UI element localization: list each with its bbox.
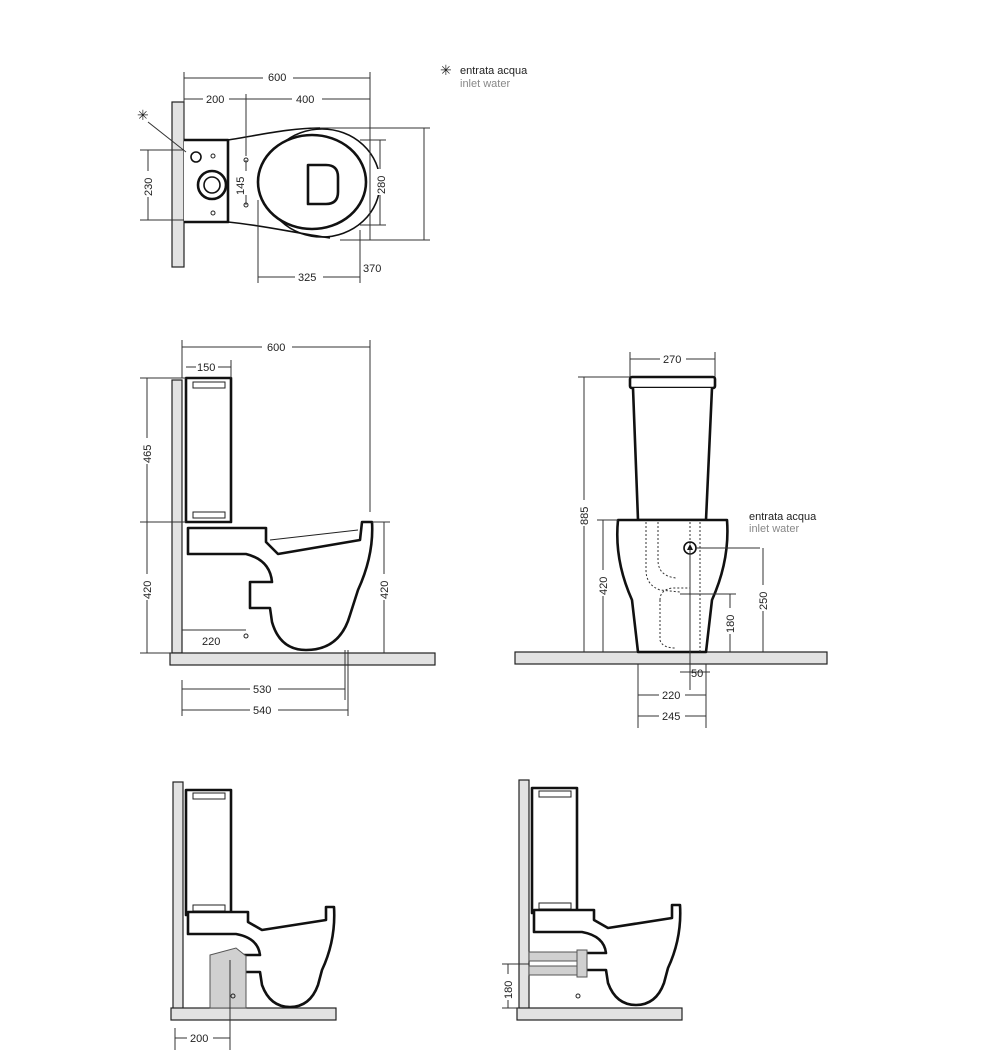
- top-view-dim-370: 370: [363, 263, 381, 275]
- side-view-dim-220: 220: [202, 636, 220, 648]
- side-view-dim-465: 465: [142, 445, 154, 463]
- front-view-dim-50: 50: [691, 668, 703, 680]
- front-view-bowl: [615, 518, 729, 654]
- side-view-dim-530: 530: [253, 684, 271, 696]
- legend-label-it: entrata acqua: [460, 65, 528, 77]
- floor-outlet-wall: [172, 781, 184, 1011]
- floor-outlet-view: 200: [170, 781, 337, 1050]
- front-view-dim-420: 420: [598, 577, 610, 595]
- top-view: ✳ 600 200 400 230 145 280: [137, 70, 430, 284]
- front-view-floor: [514, 651, 828, 665]
- front-view-dim-250: 250: [758, 592, 770, 610]
- front-view-inlet-label-it: entrata acqua: [749, 511, 817, 523]
- floor-outlet-cistern: [184, 788, 233, 917]
- wall-outlet-dim-180: 180: [503, 981, 515, 999]
- side-view-wall: [171, 379, 183, 654]
- side-view-bowl: [186, 520, 374, 652]
- floor-outlet-pipe: [209, 947, 247, 1009]
- front-view: entrata acqua inlet water 270 885 420 25…: [514, 352, 828, 728]
- legend-star-icon: ✳: [440, 62, 452, 78]
- floor-outlet-bowl: [186, 905, 336, 1009]
- top-view-wall: [171, 101, 185, 268]
- top-view-outlet-ring: [196, 169, 228, 201]
- wall-outlet-wall: [518, 779, 530, 1011]
- top-view-dim-230: 230: [143, 178, 155, 196]
- side-view-floor: [169, 652, 436, 666]
- floor-outlet-floor: [170, 1007, 337, 1021]
- top-view-dim-200: 200: [206, 94, 224, 106]
- front-view-dim-220: 220: [662, 690, 680, 702]
- top-view-dim-600: 600: [268, 72, 286, 84]
- wall-outlet-bowl: [532, 903, 682, 1007]
- top-view-dim-280: 280: [376, 176, 388, 194]
- side-view-cistern: [184, 376, 233, 524]
- wall-outlet-floor: [516, 1007, 683, 1021]
- front-view-inlet-label-en: inlet water: [749, 523, 799, 535]
- top-view-body-top: [227, 127, 321, 141]
- top-view-dim-145: 145: [235, 177, 247, 195]
- wall-outlet-view: 180: [501, 779, 683, 1021]
- wall-outlet-pipe-top: [528, 951, 582, 962]
- wall-outlet-pipe-bottom: [528, 965, 582, 976]
- front-view-dim-270: 270: [663, 354, 681, 366]
- side-view: 600 150 465 420 420 220 530 540: [140, 340, 436, 717]
- floor-outlet-dim-200: 200: [190, 1033, 208, 1045]
- top-view-bowl-drain: [306, 163, 340, 206]
- side-view-dim-540: 540: [253, 705, 271, 717]
- front-view-dim-885: 885: [579, 507, 591, 525]
- top-view-dim-400: 400: [296, 94, 314, 106]
- top-view-outlet-inner: [203, 176, 221, 194]
- front-view-dim-180: 180: [725, 615, 737, 633]
- side-view-dim-600: 600: [267, 342, 285, 354]
- side-view-dim-420-left: 420: [142, 581, 154, 599]
- legend-label-en: inlet water: [460, 78, 510, 90]
- side-view-dim-150: 150: [197, 362, 215, 374]
- side-view-dim-420-right: 420: [379, 581, 391, 599]
- top-view-dim-325: 325: [298, 272, 316, 284]
- front-view-cistern: [631, 387, 714, 522]
- front-view-dim-245: 245: [662, 711, 680, 723]
- top-view-star-icon: ✳: [137, 107, 149, 123]
- wall-outlet-cistern: [530, 786, 579, 915]
- legend: ✳ entrata acqua inlet water: [440, 62, 528, 90]
- top-view-inlet-marker: [190, 151, 202, 163]
- front-view-cistern-lid: [628, 375, 717, 390]
- top-view-body-bottom: [227, 221, 331, 239]
